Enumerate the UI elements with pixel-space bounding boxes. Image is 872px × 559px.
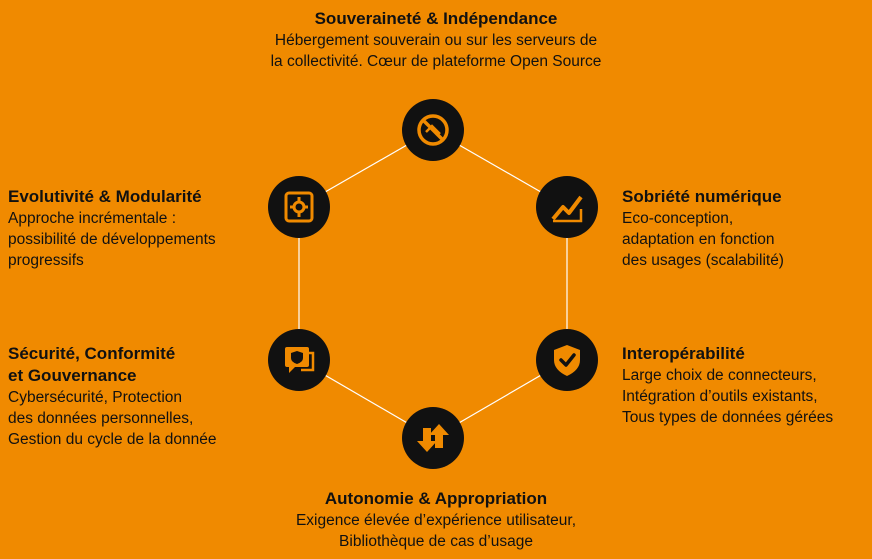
line-chart-icon: [536, 176, 598, 238]
feature-desc-line: Tous types de données gérées: [622, 409, 834, 426]
feature-desc-line: Cybersécurité, Protection: [8, 389, 183, 406]
feature-desc-line: Gestion du cycle de la donnée: [8, 431, 217, 448]
feature-desc-line: des données personnelles,: [8, 410, 194, 427]
no-entry-eye-icon: [402, 99, 464, 161]
feature-desc-line: Eco-conception,: [622, 210, 734, 227]
feature-title: Sécurité, Conformité: [8, 344, 176, 363]
shield-check-icon: [536, 329, 598, 391]
modular-gear-icon: [268, 176, 330, 238]
feature-title: Interopérabilité: [622, 344, 745, 363]
feature-desc-line: possibilité de développements: [8, 231, 216, 248]
feature-desc-line: adaptation en fonction: [622, 231, 775, 248]
feature-upper-left: Evolutivité & Modularité Approche incrém…: [8, 186, 268, 271]
feature-title: Evolutivité & Modularité: [8, 187, 202, 206]
feature-title: Sobriété numérique: [622, 187, 782, 206]
feature-desc-line: la collectivité. Cœur de plateforme Open…: [270, 53, 602, 70]
feature-desc-line: Large choix de connecteurs,: [622, 367, 817, 384]
feature-title: Autonomie & Appropriation: [324, 489, 548, 508]
feature-title: Souveraineté & Indépendance: [314, 9, 558, 28]
feature-desc-line: des usages (scalabilité): [622, 252, 784, 269]
feature-desc-line: Bibliothèque de cas d’usage: [339, 533, 533, 550]
feature-title: et Gouvernance: [8, 366, 137, 385]
feature-top: Souveraineté & Indépendance Hébergement …: [196, 8, 676, 72]
feature-desc-line: Exigence élevée d’expérience utilisateur…: [295, 512, 577, 529]
feature-desc-line: Intégration d’outils existants,: [622, 388, 818, 405]
feature-lower-left: Sécurité, Conformité et Gouvernance Cybe…: [8, 343, 268, 450]
feature-desc-line: Hébergement souverain ou sur les serveur…: [274, 32, 598, 49]
feature-desc-line: Approche incrémentale :: [8, 210, 177, 227]
feature-desc-line: progressifs: [8, 252, 84, 269]
shield-chat-icon: [268, 329, 330, 391]
up-down-arrows-icon: [402, 407, 464, 469]
feature-lower-right: Interopérabilité Large choix de connecte…: [622, 343, 870, 428]
feature-upper-right: Sobriété numérique Eco-conception, adapt…: [622, 186, 868, 271]
feature-bottom: Autonomie & Appropriation Exigence élevé…: [196, 488, 676, 552]
